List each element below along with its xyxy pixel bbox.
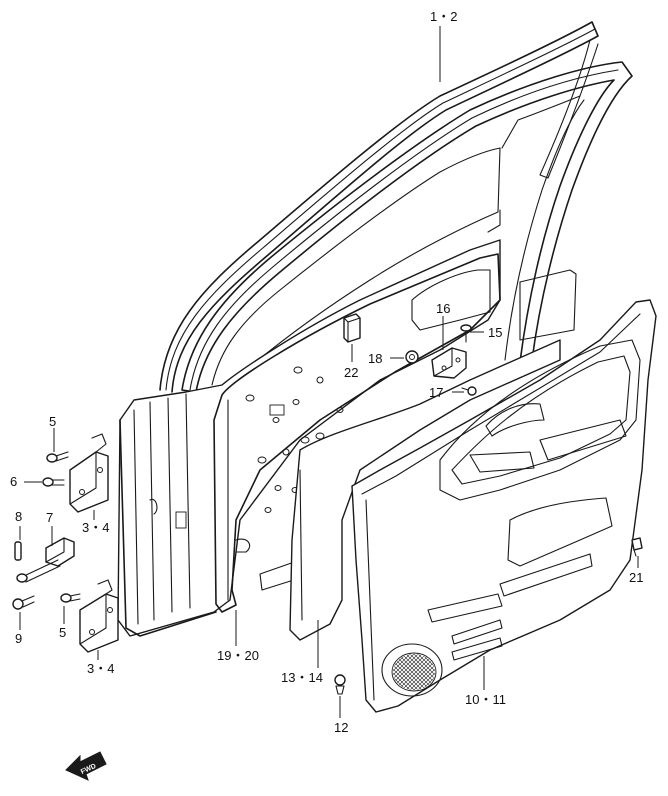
door-trim-panel: [351, 299, 657, 713]
door-shell: [117, 61, 633, 637]
callout-19-20: 19・20: [217, 648, 259, 663]
upper-hinge: [69, 433, 109, 513]
callout-6: 6: [10, 474, 17, 489]
part-15-screw: [460, 324, 472, 343]
callout-5-lower: 5: [59, 625, 66, 640]
callout-15: 15: [488, 325, 502, 340]
callout-21: 21: [629, 570, 643, 585]
callout-9: 9: [15, 631, 22, 646]
bolt-5-lower: [60, 593, 81, 603]
callout-labels: 1・2 16 15 18 22 17 5 6 3・4 8 7 9 5 3・4 1…: [10, 9, 643, 735]
callout-7: 7: [46, 510, 53, 525]
bolt-9: [12, 595, 35, 610]
callout-18: 18: [368, 351, 382, 366]
lower-hinge: [79, 579, 119, 653]
part-22-block: [343, 313, 361, 343]
callout-22: 22: [344, 365, 358, 380]
callout-3-4-upper: 3・4: [82, 520, 109, 535]
callout-13-14: 13・14: [281, 670, 323, 685]
pin-8: [14, 541, 22, 561]
callout-16: 16: [436, 301, 450, 316]
fwd-arrow: FWD: [65, 751, 107, 781]
door-trim-sealing-cover: [289, 339, 561, 641]
bolt-6: [42, 477, 65, 487]
callout-17: 17: [429, 385, 443, 400]
callout-1-2: 1・2: [430, 9, 457, 24]
callout-3-4-lower: 3・4: [87, 661, 114, 676]
callout-8: 8: [15, 509, 22, 524]
part-16-bracket: [431, 347, 467, 379]
callout-5-upper: 5: [49, 414, 56, 429]
callout-10-11: 10・11: [465, 692, 506, 707]
door-check-7: [16, 537, 75, 583]
callout-12: 12: [334, 720, 348, 735]
part-18-grommet: [405, 350, 419, 364]
part-21-clip: [631, 537, 643, 557]
part-12-clip: [334, 674, 346, 695]
part-17-screw: [461, 386, 477, 396]
bolt-5-upper: [46, 451, 69, 463]
leader-lines: [19, 26, 639, 718]
